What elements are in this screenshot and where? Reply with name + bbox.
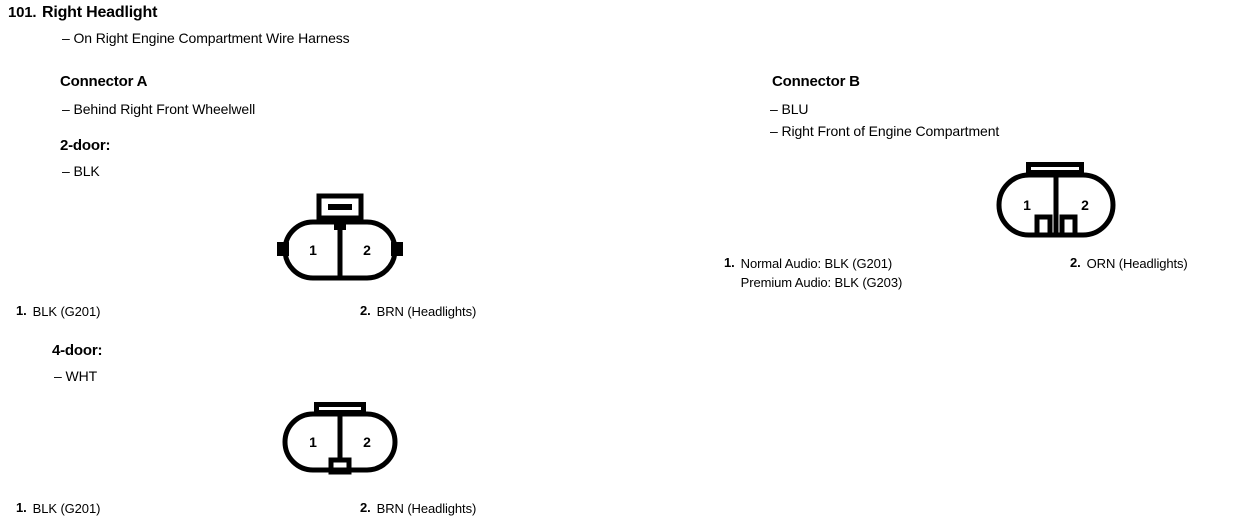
variant-4door-heading: 4-door: (52, 342, 103, 359)
connector-b-location: – Right Front of Engine Compartment (770, 123, 1000, 139)
connector-a-4door-pin-2: 2. BRN (Headlights) (360, 500, 476, 519)
pin-number-1: 1 (1023, 197, 1031, 213)
connector-b-pin-2: 2. ORN (Headlights) (1070, 255, 1188, 274)
pin-1-number: 1. (16, 303, 27, 318)
pin-2-number: 2. (1070, 255, 1081, 270)
title-text: Right Headlight (42, 4, 158, 21)
section-number: 101. (8, 4, 37, 21)
pin-1-text-line-1: Normal Audio: BLK (G201) (740, 256, 893, 271)
pin-2-number: 2. (360, 500, 371, 515)
pin-2-number: 2. (360, 303, 371, 318)
pin-number-2: 2 (363, 434, 371, 450)
connector-a-4door-diagram: 1 2 (277, 392, 403, 482)
pin-number-1: 1 (309, 242, 317, 258)
connector-b-color: – BLU (770, 101, 809, 117)
connector-a-2door-diagram: 1 2 (277, 192, 403, 282)
connector-b-diagram: 1 2 (993, 155, 1119, 245)
pin-1-text-line-2: Premium Audio: BLK (G203) (740, 274, 903, 290)
connector-b-heading: Connector B (772, 73, 860, 90)
variant-2door-heading: 2-door: (60, 137, 111, 154)
connector-a-2door-pin-1: 1. BLK (G201) (16, 303, 100, 322)
pin-2-text: BRN (Headlights) (376, 304, 477, 319)
pin-1-text: BLK (G201) (32, 501, 101, 516)
connector-a-4door-pin-1: 1. BLK (G201) (16, 500, 100, 519)
page-subtitle: – On Right Engine Compartment Wire Harne… (62, 30, 350, 46)
pin-1-text: BLK (G201) (32, 304, 101, 319)
pin-1-number: 1. (724, 255, 735, 270)
variant-4door-color: – WHT (54, 368, 98, 384)
connector-b-pin-1: 1. Normal Audio: BLK (G201) Premium Audi… (724, 255, 902, 293)
page-title: 101. Right Headlight (8, 4, 157, 22)
connector-a-location: – Behind Right Front Wheelwell (62, 101, 256, 117)
variant-2door-color: – BLK (62, 163, 100, 179)
connector-a-heading: Connector A (60, 73, 148, 90)
pin-number-2: 2 (363, 242, 371, 258)
pin-2-text: ORN (Headlights) (1086, 256, 1188, 271)
connector-a-2door-pin-2: 2. BRN (Headlights) (360, 303, 476, 322)
pin-number-1: 1 (309, 434, 317, 450)
pin-number-2: 2 (1081, 197, 1089, 213)
pin-1-number: 1. (16, 500, 27, 515)
pin-2-text: BRN (Headlights) (376, 501, 477, 516)
